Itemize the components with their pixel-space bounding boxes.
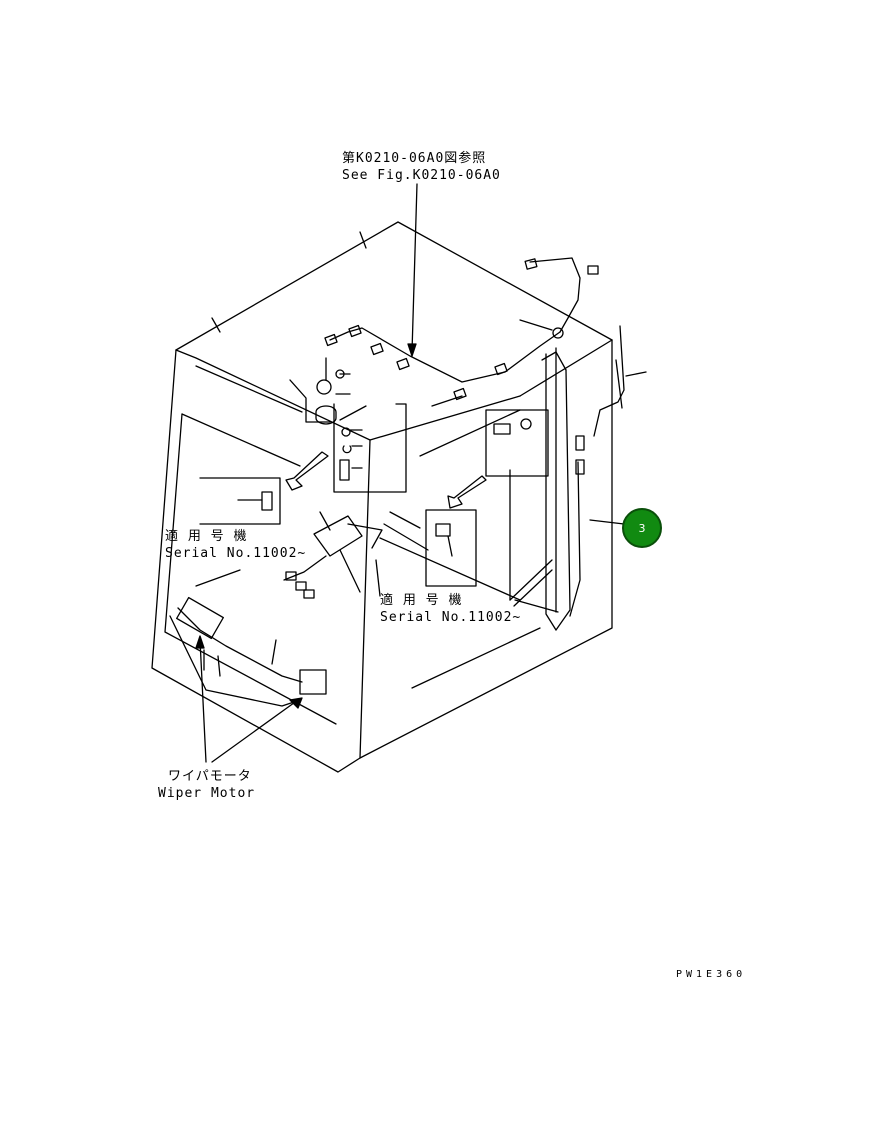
- serial-label-right-jp: 適 用 号 機: [380, 593, 463, 608]
- wiper-motor-label-en: Wiper Motor: [158, 786, 256, 801]
- label-leaders: [195, 559, 381, 597]
- cab-frame: [151, 221, 613, 773]
- wiper-motor-arrows: [195, 635, 303, 763]
- part-callout-3[interactable]: 3: [622, 508, 662, 548]
- reference-label-en: See Fig.K0210-06A0: [342, 168, 501, 183]
- serial-label-right-en: Serial No.11002~: [380, 610, 522, 625]
- roof-harness: [324, 257, 599, 407]
- right-detail-box: [425, 409, 549, 587]
- wiper-motor-harness: [169, 511, 383, 707]
- reference-arrow: [407, 183, 418, 357]
- drawing-number: PW1E360: [676, 969, 747, 980]
- left-detail-box: [199, 403, 407, 525]
- wiper-motor-label-jp: ワイパモータ: [168, 769, 252, 784]
- wiper-mount-detail: [289, 357, 367, 425]
- serial-label-left-en: Serial No.11002~: [165, 546, 307, 561]
- serial-label-left-jp: 適 用 号 機: [165, 529, 248, 544]
- reference-label-jp: 第K0210-06A0図参照: [342, 151, 487, 166]
- pillar-harness: [509, 325, 647, 631]
